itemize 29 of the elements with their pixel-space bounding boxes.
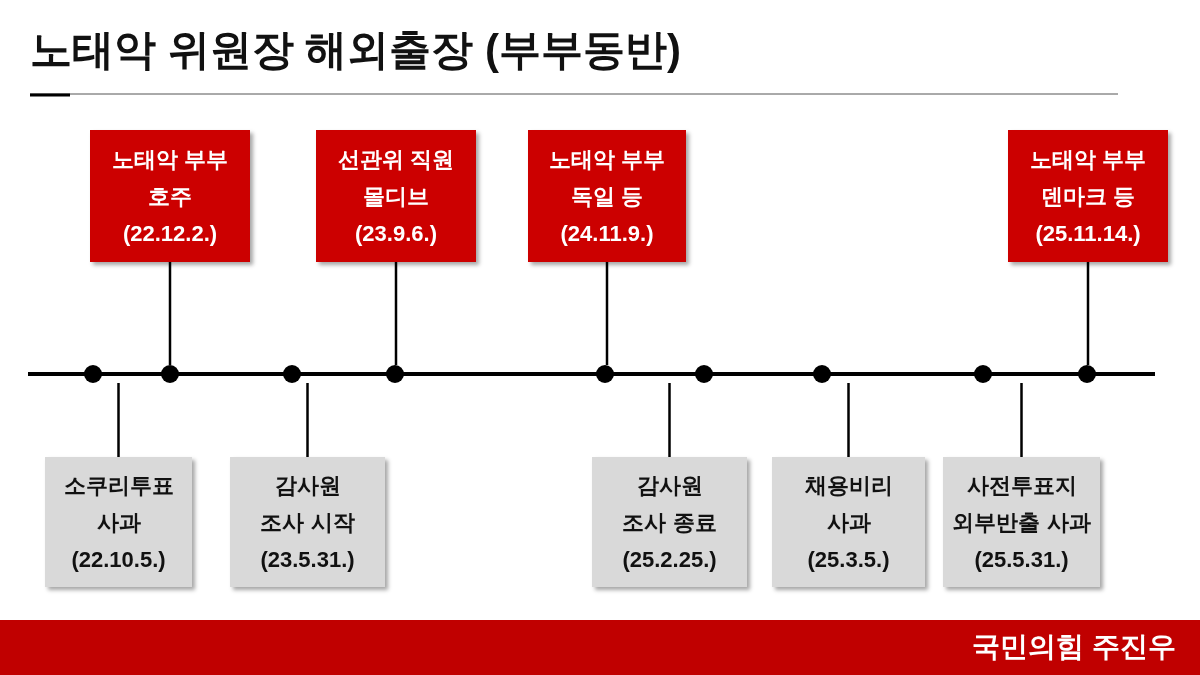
timeline-dot	[386, 365, 404, 383]
timeline-dot	[695, 365, 713, 383]
milestone-box: 소쿠리투표 사과 (22.10.5.)	[45, 457, 192, 587]
milestone-box: 사전투표지 외부반출 사과 (25.5.31.)	[943, 457, 1100, 587]
milestone-box: 감사원 조사 시작 (23.5.31.)	[230, 457, 385, 587]
event-box: 선관위 직원 몰디브 (23.9.6.)	[316, 130, 476, 262]
event-box: 노태악 부부 호주 (22.12.2.)	[90, 130, 250, 262]
title: 노태악 위원장 해외출장 (부부동반)	[30, 25, 681, 75]
timeline-dot	[1078, 365, 1096, 383]
leader-line	[168, 262, 172, 365]
leader-line	[306, 383, 309, 457]
leader-line	[394, 262, 398, 365]
event-box: 노태악 부부 독일 등 (24.11.9.)	[528, 130, 686, 262]
event-box: 노태악 부부 덴마크 등 (25.11.14.)	[1008, 130, 1168, 262]
leader-line	[605, 262, 609, 365]
milestone-box: 채용비리 사과 (25.3.5.)	[772, 457, 925, 587]
milestone-box: 감사원 조사 종료 (25.2.25.)	[592, 457, 747, 587]
timeline-dot	[84, 365, 102, 383]
leader-line	[1086, 262, 1090, 365]
footer-text: 국민의힘 주진우	[972, 630, 1176, 664]
leader-line	[1020, 383, 1023, 457]
timeline-dot	[974, 365, 992, 383]
leader-line	[847, 383, 850, 457]
timeline-dot	[161, 365, 179, 383]
timeline-dot	[283, 365, 301, 383]
leader-line	[117, 383, 120, 457]
leader-line	[668, 383, 671, 457]
timeline-dot	[813, 365, 831, 383]
timeline-dot	[596, 365, 614, 383]
